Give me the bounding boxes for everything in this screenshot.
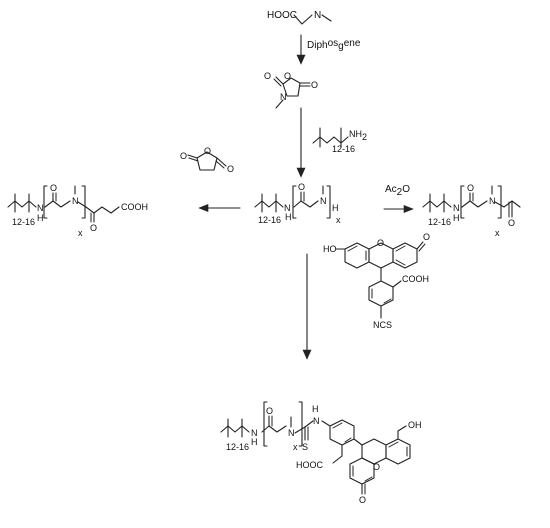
left-range-label: 12-16 [12, 217, 35, 227]
right-product-structure: N H O N O 12-16 x [422, 183, 521, 238]
bottom-nh-h: H [312, 404, 319, 414]
fitc-cooh-label: COOH [402, 274, 429, 284]
anhydride-o-right: O [227, 164, 234, 174]
sarcosine-structure: HOOC N [267, 10, 332, 25]
left-h-label: H [37, 213, 44, 223]
bottom-ketone-o: O [359, 495, 366, 505]
reagent-diphosgene-label: Diphosgene [307, 38, 361, 52]
left-cooh-label: COOH [121, 202, 148, 212]
right-repeat-x: x [495, 228, 500, 238]
fitc-ncs-label: NCS [373, 320, 392, 330]
bottom-h-label: H [251, 437, 258, 447]
arrow-right [383, 205, 414, 213]
right-o-label-2: O [508, 218, 515, 228]
bottom-hooc-label: HOOC [296, 460, 324, 470]
reagent-diphosgene: Diphosgene [307, 38, 361, 52]
fitc-ring-o: O [377, 238, 384, 248]
sarcosine-acid-label: HOOC [267, 10, 297, 21]
left-n-label-2: N [72, 196, 79, 206]
center-range-label: 12-16 [258, 215, 281, 225]
fitc-ketone-o: O [423, 232, 430, 242]
bottom-o-label: O [266, 406, 273, 416]
left-repeat-x: x [78, 228, 83, 238]
nca-carbonyl-right-o: O [311, 80, 318, 90]
arrow-down-fitc [302, 253, 312, 360]
nca-n-label: N [280, 92, 287, 102]
amine-initiator-structure: NH2 12-16 [312, 127, 367, 154]
bottom-product-structure: N H O N S H N HOOC O [220, 401, 422, 505]
nca-carbonyl-top-o: O [264, 71, 271, 81]
bottom-ring-o: O [373, 462, 380, 472]
right-o-label-1: O [467, 183, 474, 193]
center-n-label: N [320, 196, 327, 206]
left-product-structure: N H O N O COOH 12-16 x [7, 183, 148, 238]
center-polymer-structure: N H O N H 12-16 x [254, 182, 341, 225]
bottom-s-label: S [302, 442, 308, 452]
right-range-label: 12-16 [428, 217, 451, 227]
sarcosine-n-label: N [314, 10, 321, 21]
sarcosine-nca-structure: O O O N [264, 71, 318, 109]
center-o-label: O [298, 182, 305, 192]
center-repeat-x: x [336, 215, 341, 225]
arrow-step1 [296, 34, 306, 65]
right-n-label-2: N [489, 196, 496, 206]
fitc-structure: O HO O COOH NCS [323, 232, 430, 330]
left-o-label-2: O [90, 223, 97, 233]
bottom-thio-n: N [313, 416, 320, 426]
fitc-ho-label: HO [323, 244, 337, 254]
anhydride-o-left: O [180, 151, 187, 161]
arrow-step2 [296, 107, 306, 178]
arrow-left [198, 204, 241, 212]
center-nh-label: N [284, 203, 291, 213]
center-h-end: H [332, 203, 339, 213]
left-o-label-1: O [50, 183, 57, 193]
bottom-repeat-x: x [293, 442, 298, 452]
anhydride-ring-o: O [204, 146, 211, 156]
amine-range-label: 12-16 [332, 144, 355, 154]
succinic-anhydride-structure: O O O [180, 146, 234, 174]
reagent-ac2o-label: Ac2O [385, 184, 410, 198]
right-h-label: H [453, 213, 460, 223]
bottom-n-label: N [251, 428, 258, 438]
amine-nh-label: NH2 [349, 129, 367, 142]
center-h-label: H [285, 212, 292, 222]
bottom-range-label: 12-16 [226, 442, 249, 452]
bottom-n-label-2: N [288, 428, 295, 438]
reagent-ac2o: Ac2O [385, 184, 410, 198]
nca-ring-o: O [284, 71, 291, 81]
left-n-label: N [37, 203, 44, 213]
bottom-oh-label: OH [408, 420, 422, 430]
right-n-label: N [453, 203, 460, 213]
